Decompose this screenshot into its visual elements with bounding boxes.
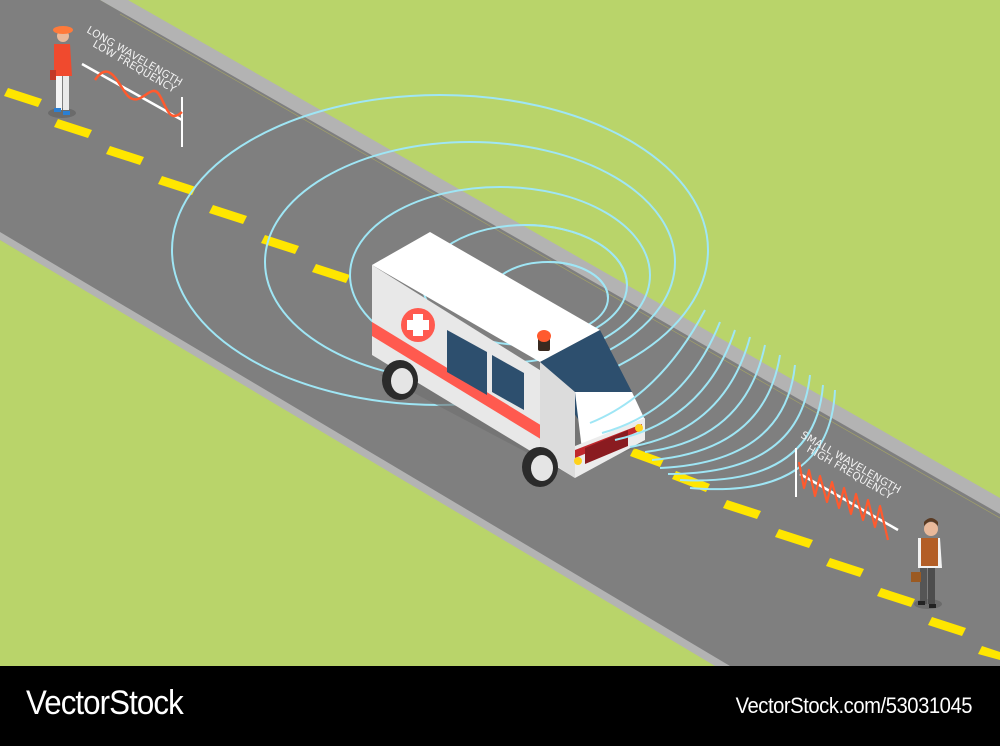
watermark-banner: VectorStock VectorStock.com/53031045: [0, 666, 1000, 746]
wheel-rear: [382, 360, 418, 400]
ambulance-window-1: [447, 330, 487, 395]
ambulance-window-2: [492, 355, 524, 410]
ambulance-stripe: [372, 322, 575, 460]
brand-logo: VectorStock: [26, 684, 184, 722]
man-observer: [911, 518, 942, 609]
wheel-front: [522, 447, 558, 487]
woman-observer: [48, 26, 76, 118]
sound-waves-ahead: [524, 224, 836, 491]
ambulance-roof: [372, 232, 600, 362]
lane-markings: [4, 88, 1000, 660]
ambulance-hood: [575, 392, 645, 450]
low-frequency-wave: [93, 70, 183, 118]
high-frequency-wave: [797, 461, 890, 541]
ambulance: [372, 232, 650, 487]
road-edge-line: [119, 13, 1000, 519]
doppler-illustration: LONG WAVELENGTH LOW FREQUENCY SMALL WAVE…: [0, 0, 1000, 666]
image-reference: VectorStock.com/53031045: [735, 693, 973, 718]
